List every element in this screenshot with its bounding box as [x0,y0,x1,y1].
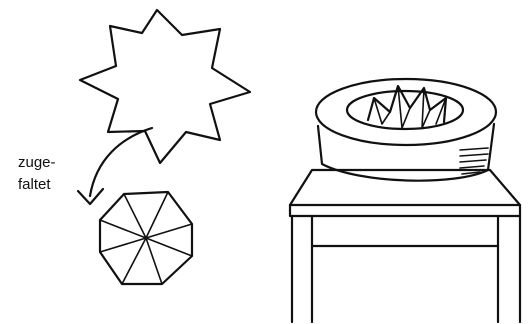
caption-line-1: zuge- [18,154,56,172]
open-star-shape [80,10,250,163]
bowl [316,79,496,181]
caption-line-2: faltet [18,176,51,194]
stool [290,170,520,322]
folded-octagon [100,192,192,284]
fold-arrow-curve [90,128,152,196]
